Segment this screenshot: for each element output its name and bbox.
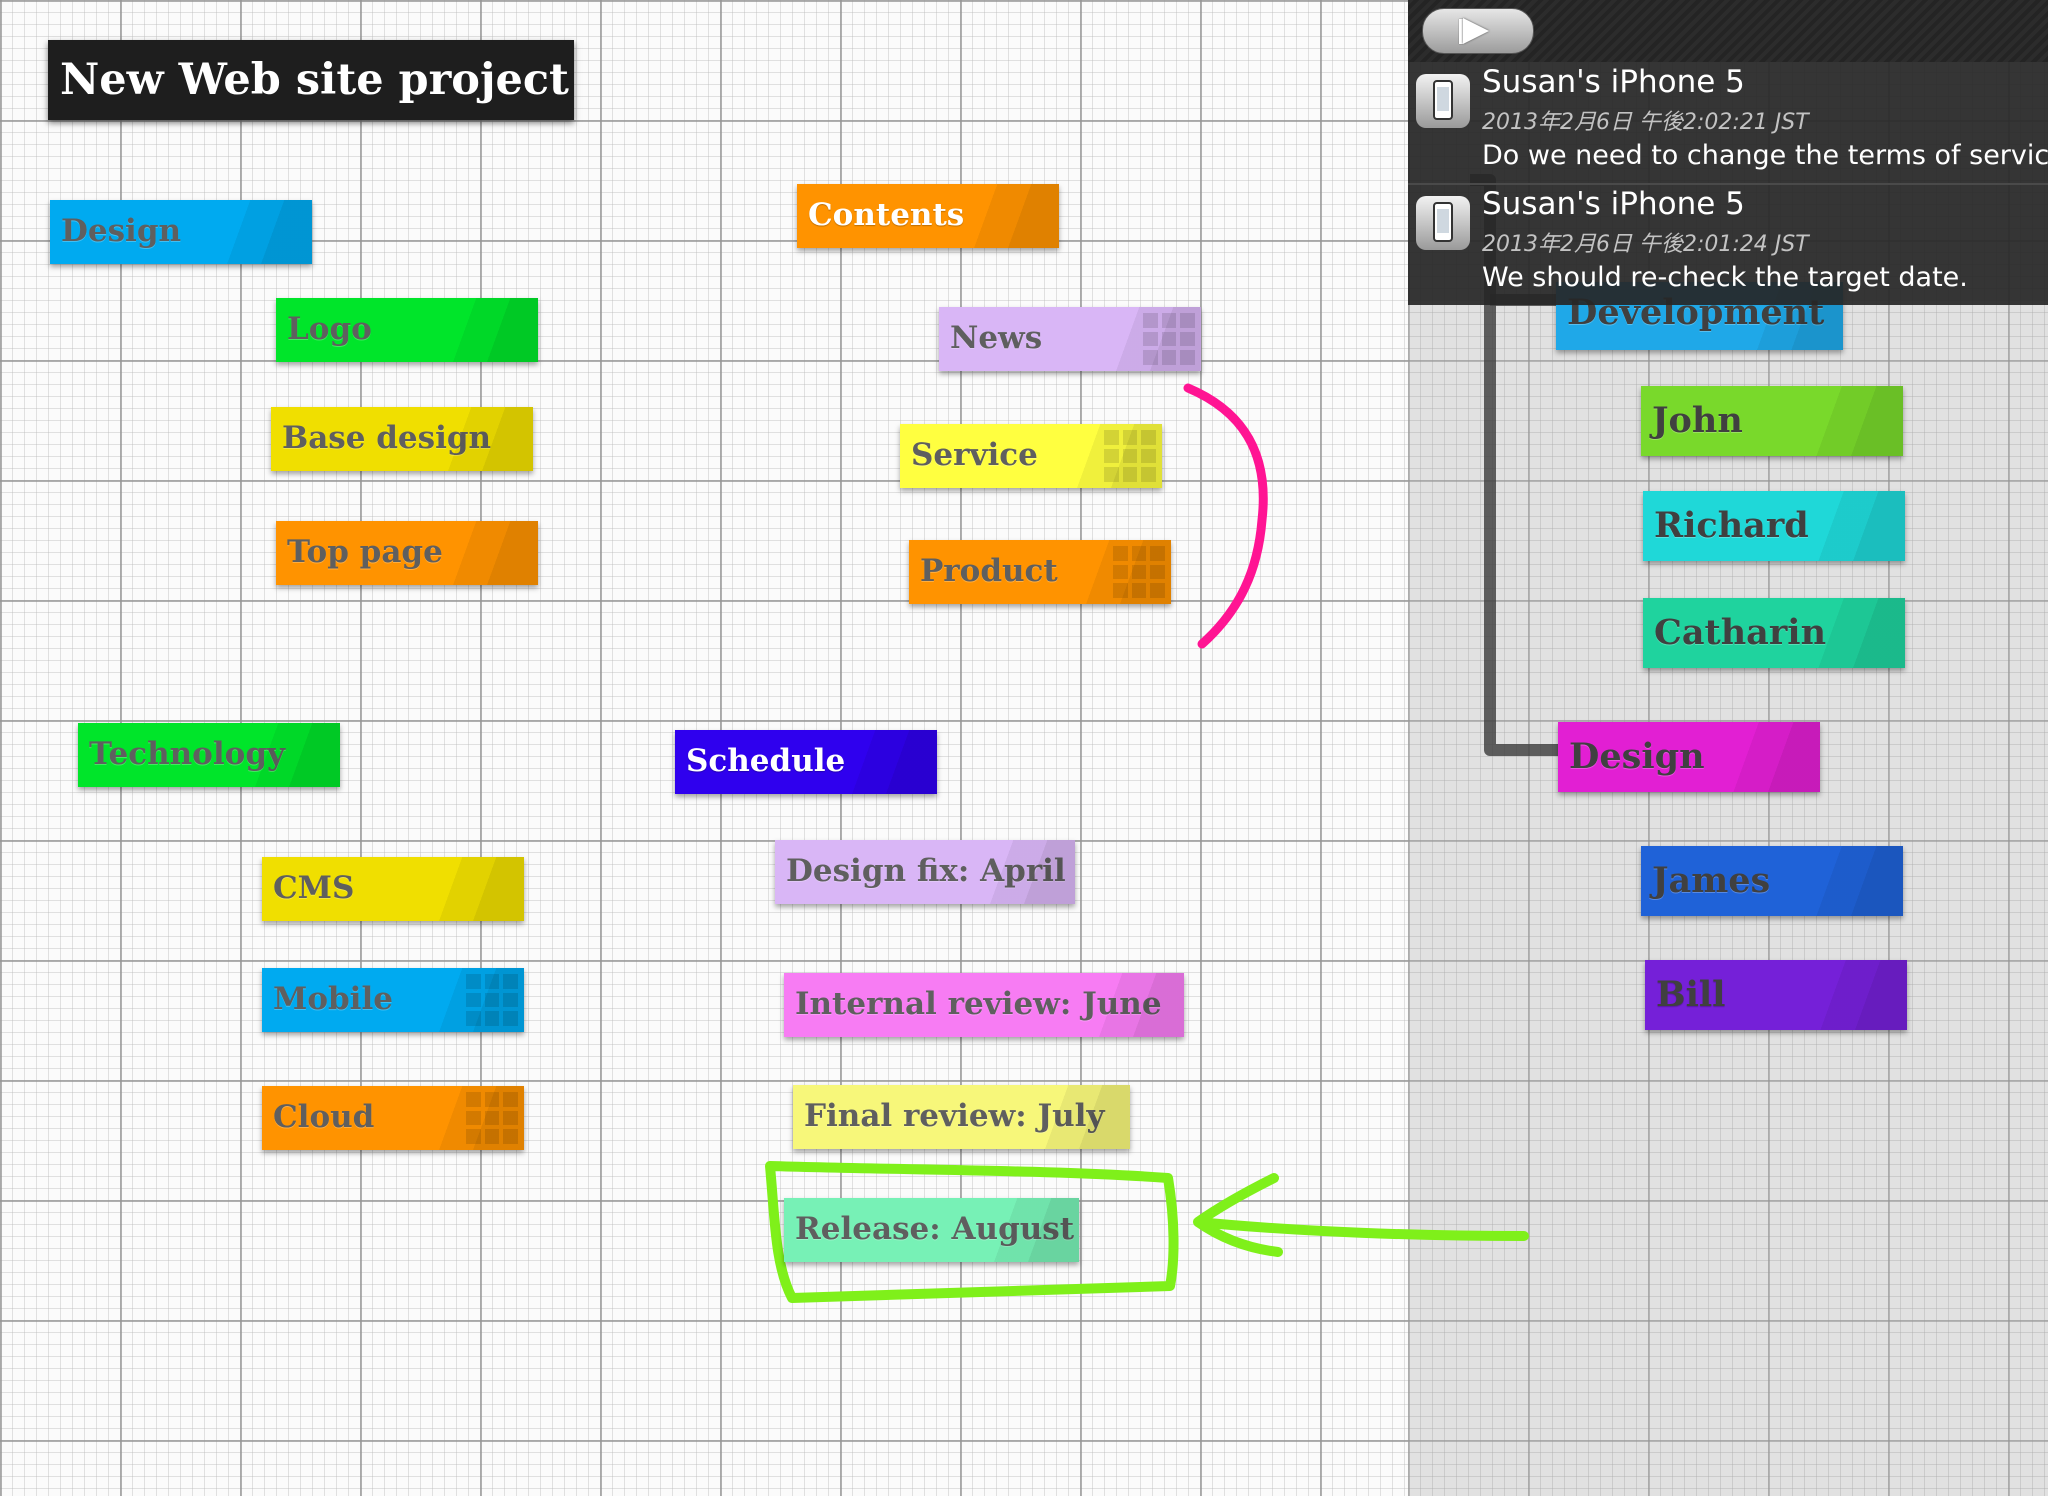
card-label: John xyxy=(1652,400,1743,441)
card-product[interactable]: Product xyxy=(909,540,1171,604)
card-bill[interactable]: Bill xyxy=(1645,960,1907,1030)
card-label: Contents xyxy=(808,197,965,233)
card-news[interactable]: News xyxy=(939,307,1201,371)
iphone-icon xyxy=(1416,196,1470,250)
card-service[interactable]: Service xyxy=(900,424,1162,488)
card-label: James xyxy=(1652,860,1771,901)
card-top-page[interactable]: Top page xyxy=(276,521,538,585)
notification-item[interactable]: Susan's iPhone 5 2013年2月6日 午後2:01:24 JST… xyxy=(1408,186,2048,306)
card-base-design[interactable]: Base design xyxy=(271,407,533,471)
card-final-review[interactable]: Final review: July xyxy=(793,1085,1130,1149)
card-contents[interactable]: Contents xyxy=(797,184,1059,248)
notification-divider xyxy=(1408,183,2048,185)
group-grid-icon xyxy=(466,974,518,1026)
card-james[interactable]: James xyxy=(1641,846,1903,916)
play-icon-bar xyxy=(1459,19,1463,44)
card-catharin[interactable]: Catharin xyxy=(1643,598,1905,668)
card-label: Schedule xyxy=(686,743,846,779)
card-richard[interactable]: Richard xyxy=(1643,491,1905,561)
iphone-icon xyxy=(1416,74,1470,128)
play-icon xyxy=(1463,18,1489,44)
notification-time: 2013年2月6日 午後2:02:21 JST xyxy=(1482,110,1809,135)
card-logo[interactable]: Logo xyxy=(276,298,538,362)
group-grid-icon xyxy=(466,1092,518,1144)
notification-time: 2013年2月6日 午後2:01:24 JST xyxy=(1482,232,1809,257)
card-label: Release: August xyxy=(795,1211,1075,1247)
card-label: Logo xyxy=(287,311,372,347)
card-label: Product xyxy=(920,553,1058,589)
notification-item[interactable]: Susan's iPhone 5 2013年2月6日 午後2:02:21 JST… xyxy=(1408,64,2048,184)
card-john[interactable]: John xyxy=(1641,386,1903,456)
card-label: Mobile xyxy=(273,981,393,1017)
card-release[interactable]: Release: August xyxy=(784,1198,1079,1262)
pink-bracket-stroke xyxy=(1183,383,1268,649)
card-design-fix[interactable]: Design fix: April xyxy=(775,840,1075,904)
card-design[interactable]: Design xyxy=(50,200,312,264)
card-label: Catharin xyxy=(1654,612,1827,653)
card-cloud[interactable]: Cloud xyxy=(262,1086,524,1150)
card-label: Internal review: June xyxy=(795,986,1162,1022)
card-mobile[interactable]: Mobile xyxy=(262,968,524,1032)
card-label: CMS xyxy=(273,870,355,906)
card-label: Bill xyxy=(1656,974,1726,1015)
notification-sender: Susan's iPhone 5 xyxy=(1482,186,1745,222)
card-label: Design xyxy=(1569,736,1705,777)
card-design-right[interactable]: Design xyxy=(1558,722,1820,792)
project-title[interactable]: New Web site project xyxy=(48,40,574,120)
green-arrow-stroke xyxy=(1193,1173,1529,1257)
group-grid-icon xyxy=(1113,546,1165,598)
card-label: Top page xyxy=(287,534,443,570)
card-label: Final review: July xyxy=(804,1098,1105,1134)
card-label: Design fix: April xyxy=(786,853,1066,889)
card-label: Design xyxy=(61,213,182,249)
notification-header xyxy=(1408,0,2048,62)
notification-center: Susan's iPhone 5 2013年2月6日 午後2:02:21 JST… xyxy=(1408,0,2048,305)
card-label: Service xyxy=(911,437,1038,473)
card-label: Technology xyxy=(89,736,286,772)
card-technology[interactable]: Technology xyxy=(78,723,340,787)
card-label: Richard xyxy=(1654,505,1809,546)
group-grid-icon xyxy=(1143,313,1195,365)
card-schedule[interactable]: Schedule xyxy=(675,730,937,794)
card-label: Base design xyxy=(282,420,492,456)
play-button[interactable] xyxy=(1422,8,1534,54)
notification-sender: Susan's iPhone 5 xyxy=(1482,64,1745,100)
card-internal-review[interactable]: Internal review: June xyxy=(784,973,1184,1037)
card-cms[interactable]: CMS xyxy=(262,857,524,921)
notification-message: We should re-check the target date. xyxy=(1482,262,1968,293)
green-highlight-stroke xyxy=(765,1161,1179,1303)
group-grid-icon xyxy=(1104,430,1156,482)
card-label: News xyxy=(950,320,1043,356)
card-label: Cloud xyxy=(273,1099,375,1135)
notification-message: Do we need to change the terms of servic… xyxy=(1482,140,2048,171)
